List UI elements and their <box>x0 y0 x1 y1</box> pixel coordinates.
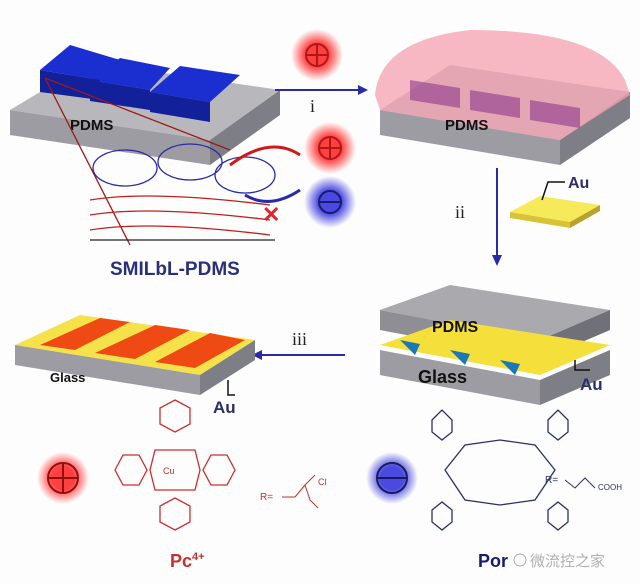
label-smilbl: SMILbL-PDMS <box>110 259 240 280</box>
attract-arrow <box>229 145 301 167</box>
arrowhead-icon <box>492 255 502 266</box>
label-step-ii: ii <box>455 202 465 222</box>
label-cu: Cu <box>163 466 175 476</box>
patterned-glass <box>15 315 255 395</box>
label-pc-r: R= <box>260 492 273 503</box>
smilbl-inset <box>44 77 276 246</box>
label-pdms-2: PDMS <box>445 117 488 134</box>
label-por-r: R= <box>545 475 558 486</box>
label-step-i: i <box>310 96 315 116</box>
arrowhead-icon <box>358 85 368 95</box>
phthalocyanine-structure <box>114 399 236 531</box>
pointer-line <box>541 181 565 201</box>
pc-charge: 4+ <box>192 551 205 563</box>
pdms-stamp-coated <box>375 30 630 165</box>
arrowhead-icon <box>252 350 262 360</box>
label-por-name: Por <box>478 551 508 571</box>
label-cl: Cl <box>318 477 327 487</box>
label-pdms-1: PDMS <box>70 117 113 134</box>
label-au-mid-right: Au <box>580 375 603 394</box>
au-chip <box>510 196 600 228</box>
por-r-group <box>564 477 596 489</box>
pc-name: Pc <box>170 551 192 571</box>
watermark: 微流控之家 <box>530 552 605 570</box>
plus-icon <box>306 44 328 66</box>
label-au-mid-left: Au <box>213 398 236 417</box>
plus-icon <box>319 137 341 159</box>
label-au-chip: Au <box>568 175 589 192</box>
x-mark-icon: ✕ <box>262 202 280 227</box>
label-glass-right: Glass <box>418 367 467 387</box>
repel-arrow <box>244 188 301 203</box>
label-pc-name: Pc4+ <box>170 551 205 571</box>
pdms-stamp-blue <box>10 45 280 165</box>
label-pdms-3: PDMS <box>432 319 479 336</box>
pointer-line <box>574 360 590 371</box>
pc-r-group <box>282 474 319 509</box>
label-cooh: COOH <box>598 483 622 492</box>
pdms-glass-sandwich <box>380 285 610 405</box>
label-step-iii: iii <box>292 329 307 349</box>
plus-icon <box>48 463 78 493</box>
watermark-logo-icon <box>513 553 527 567</box>
pointer-line <box>227 380 235 396</box>
porphyrin-structure <box>431 409 569 531</box>
label-glass-left: Glass <box>50 370 85 385</box>
